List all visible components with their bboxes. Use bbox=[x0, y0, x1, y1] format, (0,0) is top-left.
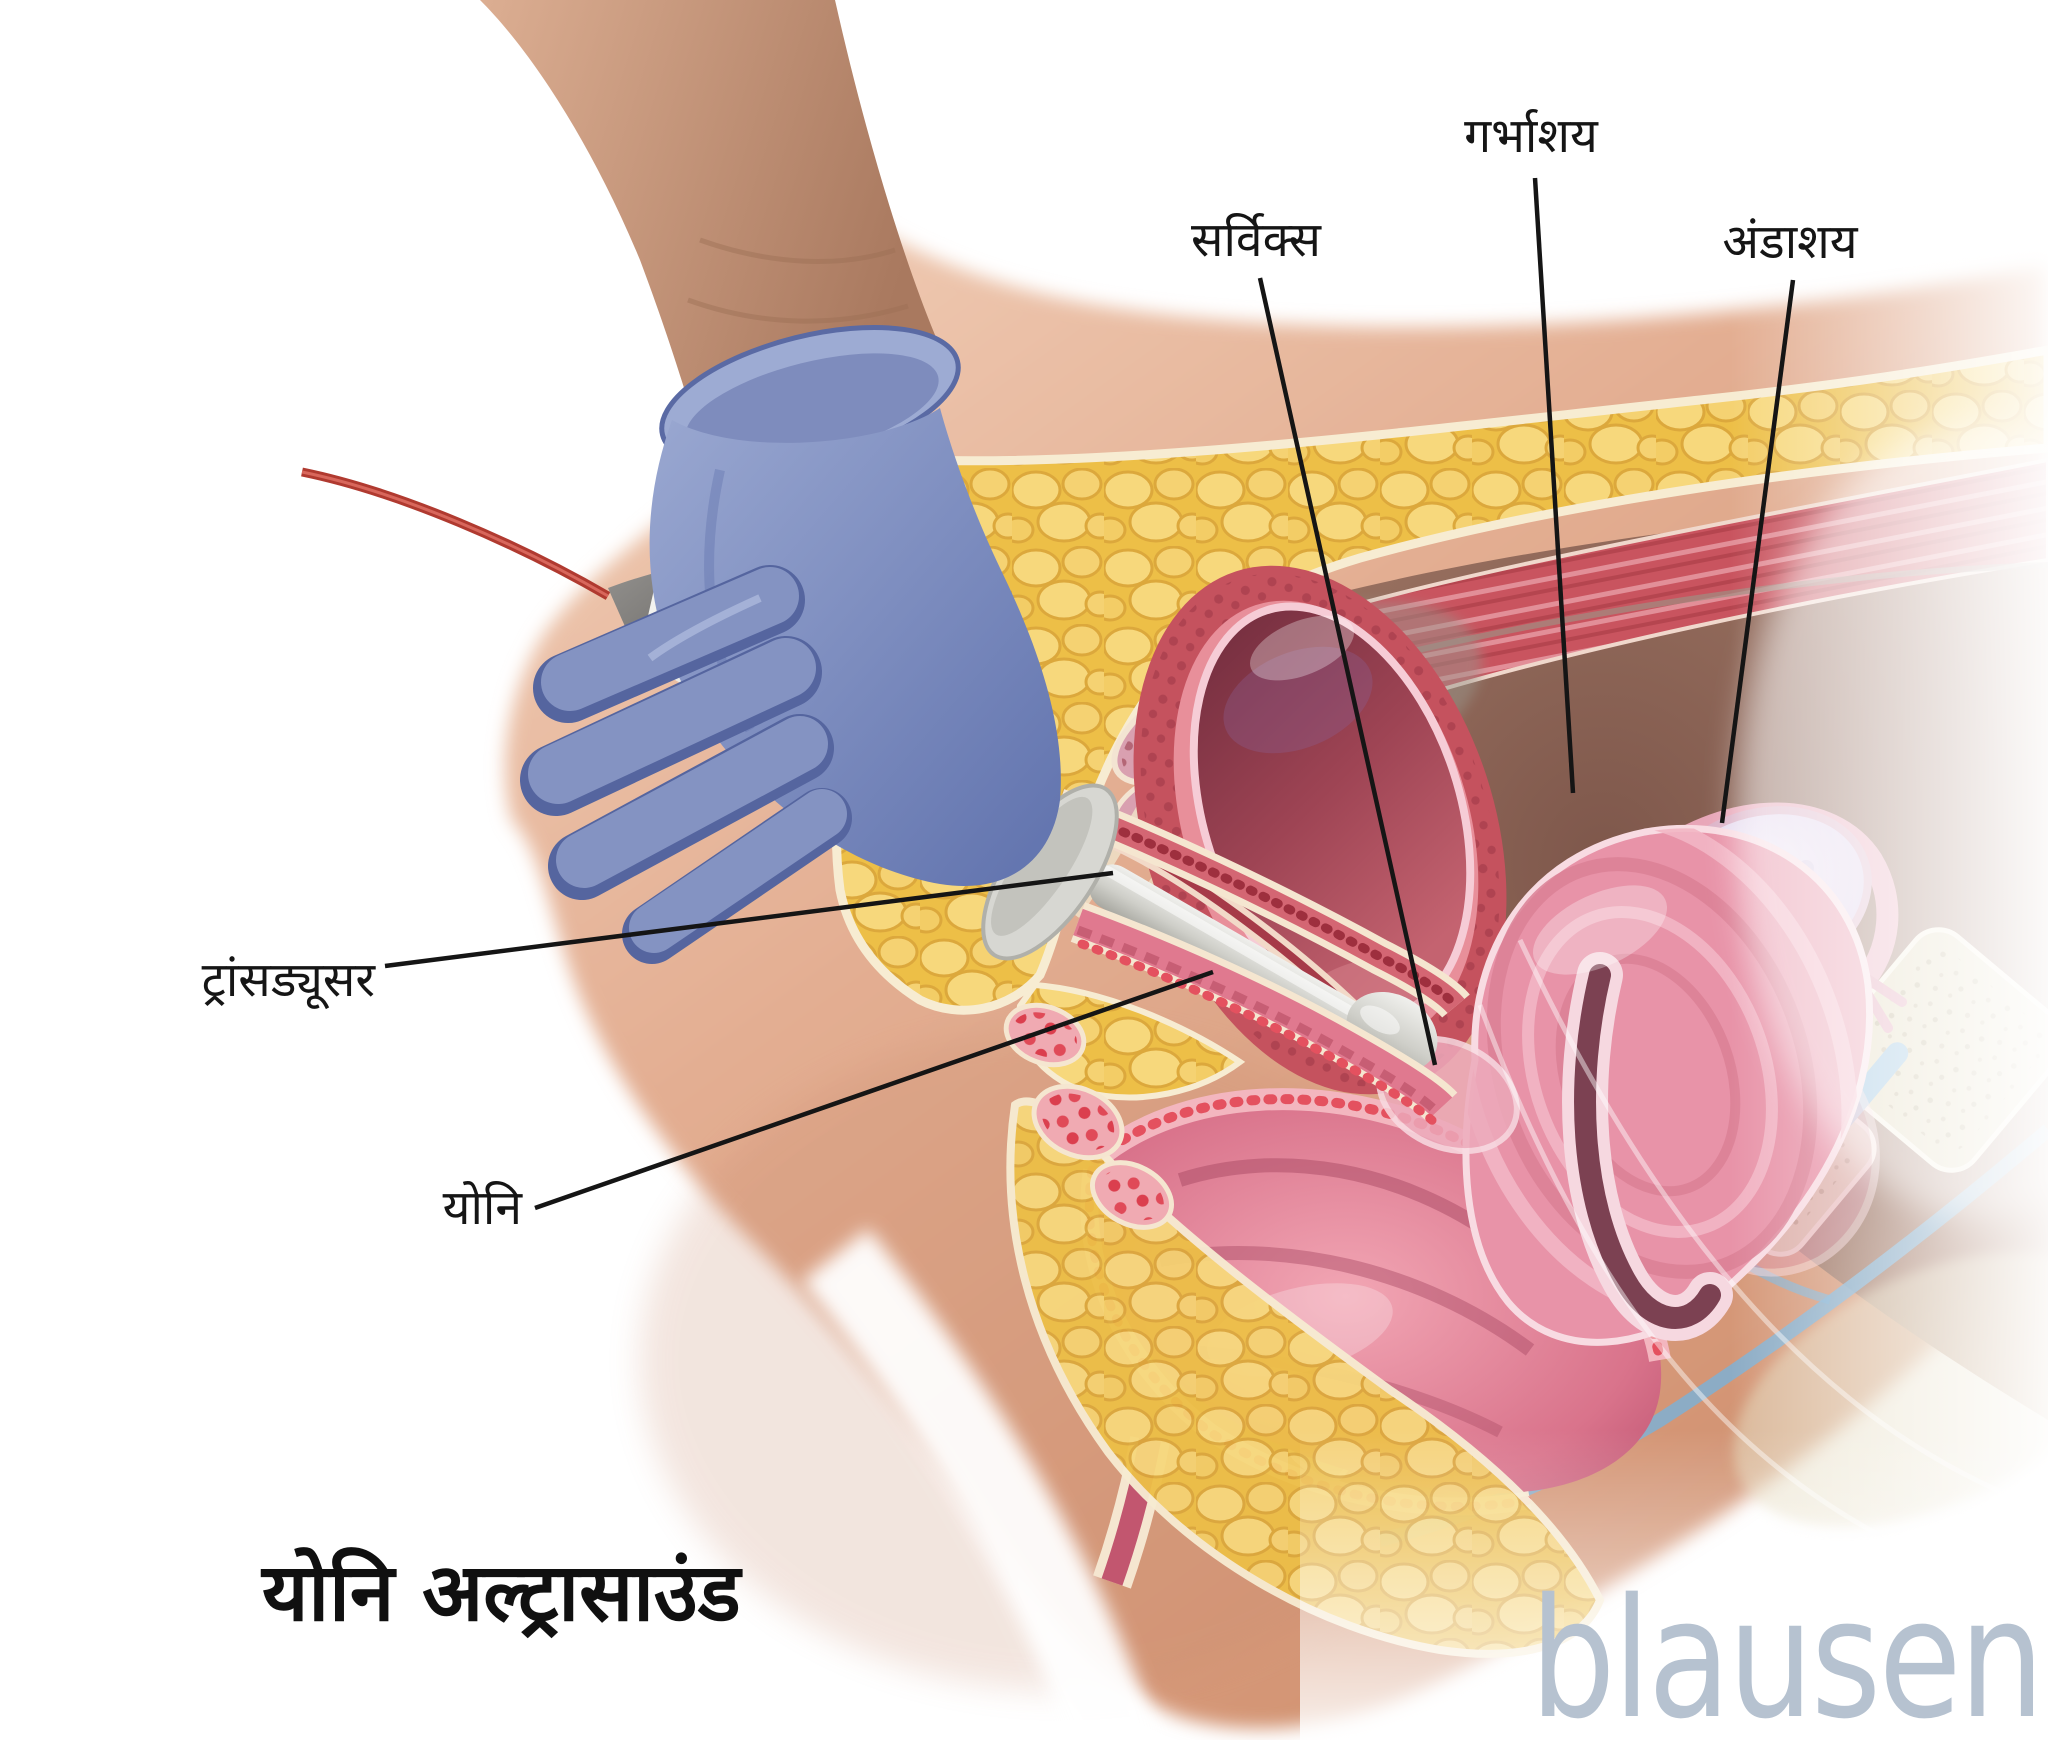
diagram-title: योनि अल्ट्रासाउंड bbox=[260, 1546, 743, 1639]
label-transducer: ट्रांसड्यूसर bbox=[202, 952, 377, 1010]
leader-uterus bbox=[1532, 177, 1576, 794]
probe-in-canal bbox=[981, 783, 1458, 1230]
leader-vagina bbox=[534, 969, 1214, 1211]
blausen-logo: blausen bbox=[1530, 1563, 2042, 1740]
label-cervix: सर्विक्स bbox=[1191, 212, 1322, 268]
examiner-hand bbox=[480, 0, 1061, 964]
leader-ovary bbox=[1719, 279, 1796, 824]
glove-finger-2 bbox=[528, 638, 816, 804]
leader-transducer bbox=[384, 870, 1114, 969]
gluteal-crease bbox=[801, 1228, 1159, 1740]
label-vagina: योनि bbox=[443, 1180, 524, 1236]
vaginal-canal bbox=[1051, 789, 1470, 1019]
wrist-creases bbox=[687, 237, 909, 324]
glove-finger-4 bbox=[629, 789, 847, 953]
label-uterus: गर्भाशय bbox=[1464, 108, 1599, 164]
glove-finger-3 bbox=[556, 716, 828, 888]
label-ovary: अंडाशय bbox=[1722, 214, 1858, 270]
perineal-muscles bbox=[1003, 1002, 1175, 1230]
leader-lines bbox=[384, 177, 1796, 1211]
edge-fades bbox=[1300, 0, 2048, 1740]
exam-glove bbox=[520, 324, 1061, 964]
uterine-cavity bbox=[1574, 964, 1721, 1329]
leader-cervix bbox=[1257, 277, 1438, 1066]
vaginal-wall-lower bbox=[1070, 902, 1458, 1129]
